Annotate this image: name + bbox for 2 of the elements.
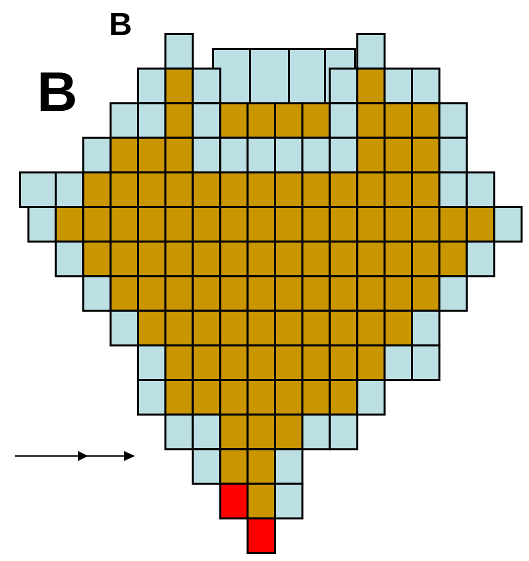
panel-letter: B bbox=[37, 64, 78, 120]
panel-letter: B bbox=[109, 8, 132, 40]
